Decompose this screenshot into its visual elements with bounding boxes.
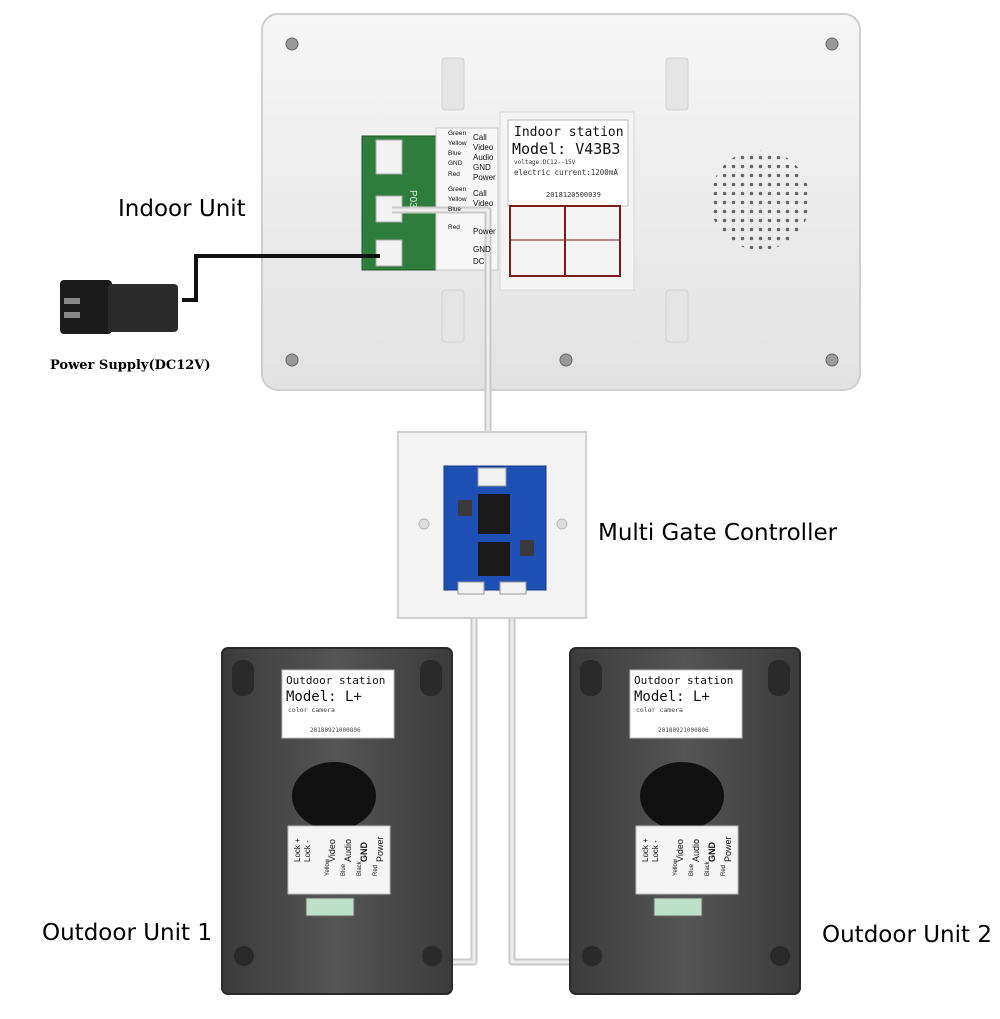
- outdoor-unit-1-label: Outdoor Unit 1: [42, 920, 212, 946]
- wire-label: Green: [448, 186, 466, 193]
- outdoor-subtitle: color camera: [288, 706, 335, 714]
- signal-label: GND: [473, 163, 491, 172]
- outdoor-unit-1: [221, 647, 453, 995]
- multi-gate-controller-label: Multi Gate Controller: [598, 520, 838, 546]
- signal-label: Audio: [473, 153, 494, 162]
- wire-label: Yellow: [325, 858, 331, 876]
- signal-label: Call: [473, 189, 487, 198]
- indoor-label-plate: Indoor station Model: V43B3 voltage:DC12…: [407, 125, 624, 208]
- wire-label: Red: [721, 865, 727, 876]
- outdoor-1-label-plate: Outdoor station Model: L+ color camera 2…: [286, 674, 385, 876]
- indoor-model: Model: V43B3: [512, 140, 620, 158]
- board-code: P03: [407, 190, 418, 208]
- wire-label: Black: [357, 860, 363, 876]
- lock-label: Lock -: [303, 840, 312, 862]
- outdoor-2-label-plate: Outdoor station Model: L+ color camera 2…: [634, 674, 733, 876]
- speaker-grille: [710, 150, 810, 250]
- signal-label: Power: [473, 173, 496, 182]
- lock-label: Lock +: [641, 838, 650, 862]
- indoor-serial: 2018120500039: [546, 191, 601, 199]
- signal-label: Power: [473, 227, 496, 236]
- outdoor-unit-2: [569, 647, 801, 995]
- wire-label: Blue: [341, 863, 347, 876]
- signal-label: GND: [473, 245, 491, 254]
- wire-label: Red: [448, 171, 460, 178]
- signal-label: Power: [375, 836, 385, 862]
- indoor-voltage: voltage:DC12--15V: [514, 159, 576, 166]
- signal-label: GND: [707, 842, 717, 863]
- wire-label: Red: [373, 865, 379, 876]
- outdoor-serial: 20180921000806: [310, 727, 361, 734]
- outdoor-unit-2-label: Outdoor Unit 2: [822, 922, 992, 948]
- wire-label: Yellow: [448, 140, 467, 147]
- signal-label: Call: [473, 133, 487, 142]
- indoor-title: Indoor station: [514, 125, 624, 140]
- wire-label: GND: [448, 160, 463, 167]
- outdoor-title: Outdoor station: [634, 674, 733, 687]
- indoor-terminal-labels: Green Yellow Blue GND Red Call Video Aud…: [448, 130, 496, 266]
- signal-label: GND: [359, 842, 369, 863]
- outdoor-model: Model: L+: [286, 689, 362, 705]
- signal-label: Video: [473, 199, 494, 208]
- signal-label: Audio: [691, 839, 701, 862]
- wire-label: Blue: [448, 206, 461, 213]
- wire-label: Yellow: [448, 196, 467, 203]
- power-adapter: [60, 280, 112, 334]
- signal-label: Video: [473, 143, 494, 152]
- signal-label: Video: [327, 839, 337, 862]
- indoor-unit: [60, 13, 861, 391]
- wire-label: Blue: [689, 863, 695, 876]
- signal-label: Power: [723, 836, 733, 862]
- wire-label: Yellow: [673, 858, 679, 876]
- indoor-current: electric current:1200mA: [514, 168, 618, 177]
- power-supply-label: Power Supply(DC12V): [50, 358, 211, 373]
- wire-label: Black: [705, 860, 711, 876]
- signal-label: DC: [473, 257, 485, 266]
- signal-label: Video: [675, 839, 685, 862]
- multi-gate-controller: [397, 431, 587, 619]
- lock-label: Lock -: [651, 840, 660, 862]
- outdoor-serial: 20180921000806: [658, 727, 709, 734]
- wire-label: Green: [448, 130, 466, 137]
- wire-label: Red: [448, 224, 460, 231]
- outdoor-title: Outdoor station: [286, 674, 385, 687]
- outdoor-subtitle: color camera: [636, 706, 683, 714]
- outdoor-model: Model: L+: [634, 689, 710, 705]
- wire-label: Blue: [448, 150, 461, 157]
- signal-label: Audio: [343, 839, 353, 862]
- indoor-unit-label: Indoor Unit: [118, 196, 246, 222]
- lock-label: Lock +: [293, 838, 302, 862]
